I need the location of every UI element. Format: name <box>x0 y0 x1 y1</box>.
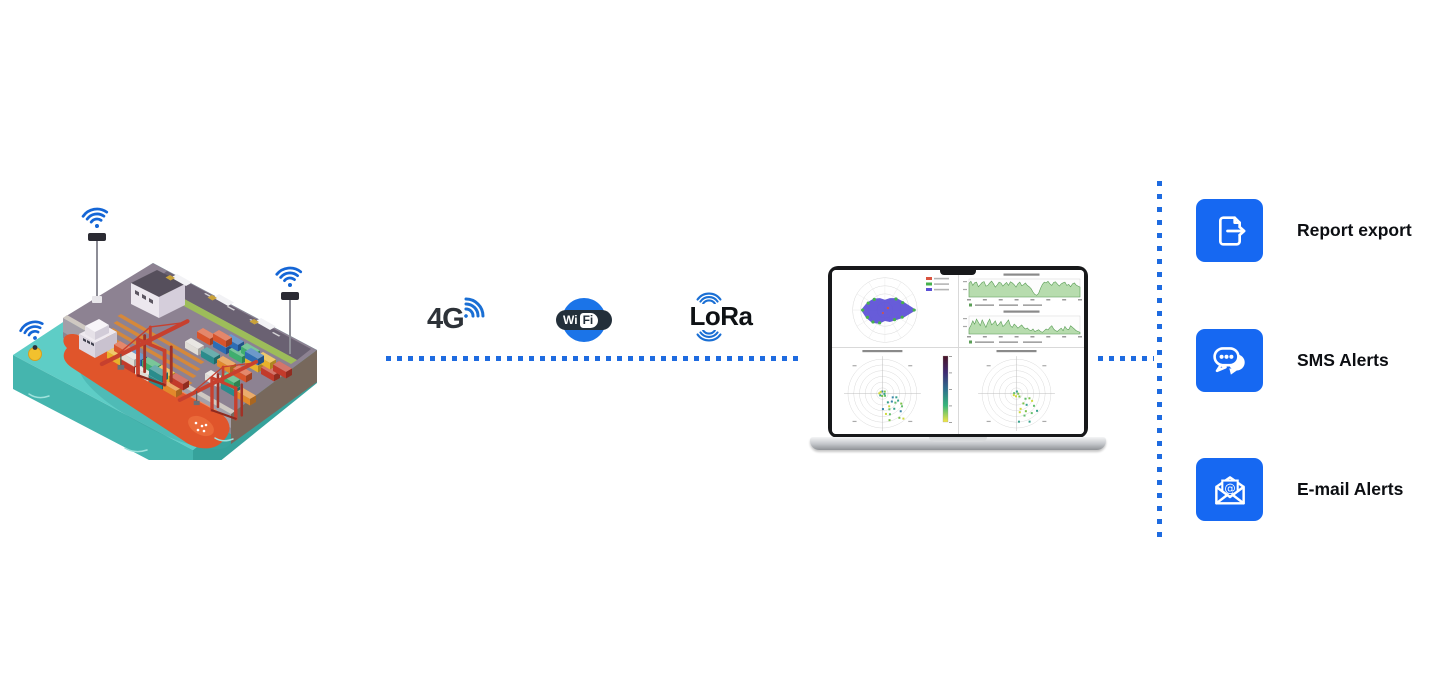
4g-label: 4G <box>427 303 465 335</box>
output-sms-alerts: SMS Alerts <box>1196 329 1389 392</box>
laptop-camera-notch <box>940 270 976 275</box>
output-report-export: Report export <box>1196 199 1412 262</box>
wifi-connectivity-logo: Wi Fi <box>556 297 612 345</box>
lora-label: LoRa <box>689 301 754 331</box>
email-at-glyph: @ <box>1224 481 1235 495</box>
smart-port-illustration <box>5 142 335 483</box>
laptop-base-notch <box>929 437 987 442</box>
output-email-alerts: @ E-mail Alerts <box>1196 458 1403 521</box>
timeseries-chart-2 <box>960 309 1083 345</box>
wifi-label-right: Fi <box>579 312 599 328</box>
report-export-label: Report export <box>1297 220 1412 240</box>
email-alerts-icon: @ <box>1196 458 1263 521</box>
laptop-base <box>810 437 1106 450</box>
polar-scatter-panel-1 <box>832 348 958 434</box>
sms-alerts-icon <box>1196 329 1263 392</box>
report-export-icon <box>1196 199 1263 262</box>
timeseries-panel <box>959 270 1084 347</box>
timeseries-chart-1 <box>960 272 1083 308</box>
lora-signal-arcs-top <box>696 292 722 304</box>
laptop-screen-bezel <box>828 266 1088 438</box>
lora-connectivity-logo: LoRa <box>687 292 755 342</box>
sms-alerts-label: SMS Alerts <box>1297 350 1389 370</box>
wifi-label-left: Wi <box>563 313 578 327</box>
dotted-line-outputs-vertical <box>1157 181 1162 539</box>
wifi-logo-badge: Wi Fi <box>556 310 612 330</box>
lora-signal-arcs-bottom <box>696 330 722 342</box>
wind-rose-panel <box>832 270 958 347</box>
4g-signal-icon <box>464 297 485 318</box>
polar-scatter-panel-2 <box>959 348 1084 434</box>
4g-connectivity-logo: 4G <box>427 294 487 336</box>
dotted-line-laptop-to-outputs <box>1098 356 1154 361</box>
email-alerts-label: E-mail Alerts <box>1297 479 1404 499</box>
dotted-line-sensors-to-laptop <box>386 356 798 361</box>
port-illustration-svg <box>13 207 317 483</box>
monitoring-dashboard <box>832 270 1084 434</box>
